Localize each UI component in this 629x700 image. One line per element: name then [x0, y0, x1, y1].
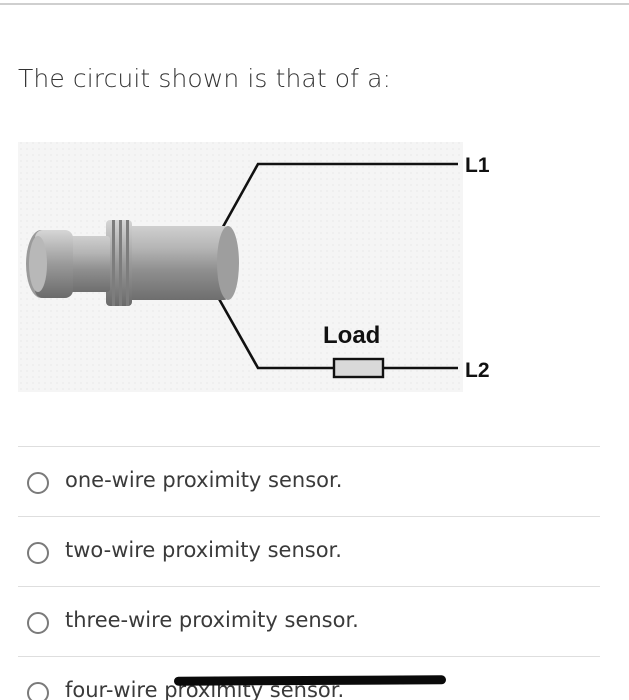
radio-button[interactable]: [27, 472, 49, 494]
wire-l2-left: [212, 289, 334, 370]
answer-options: one-wire proximity sensor. two-wire prox…: [18, 446, 600, 700]
radio-button[interactable]: [27, 542, 49, 564]
label-l2: L2: [465, 359, 490, 382]
radio-button[interactable]: [27, 682, 49, 700]
load-resistor: [332, 357, 385, 379]
option-label: two-wire proximity sensor.: [65, 538, 342, 562]
circuit-diagram: L1 Load L2: [18, 142, 490, 392]
redaction-mark: [173, 675, 447, 686]
radio-button[interactable]: [27, 612, 49, 634]
label-l1: L1: [465, 154, 490, 177]
wire-l1: [212, 162, 458, 244]
label-load: Load: [323, 322, 380, 349]
option-label: one-wire proximity sensor.: [65, 468, 343, 492]
sensor-body: [26, 220, 239, 306]
option-three-wire[interactable]: three-wire proximity sensor.: [18, 586, 600, 656]
question-text: The circuit shown is that of a:: [18, 64, 392, 93]
top-divider: [0, 3, 629, 5]
option-two-wire[interactable]: two-wire proximity sensor.: [18, 516, 600, 586]
option-label: three-wire proximity sensor.: [65, 608, 359, 632]
option-one-wire[interactable]: one-wire proximity sensor.: [18, 446, 600, 516]
